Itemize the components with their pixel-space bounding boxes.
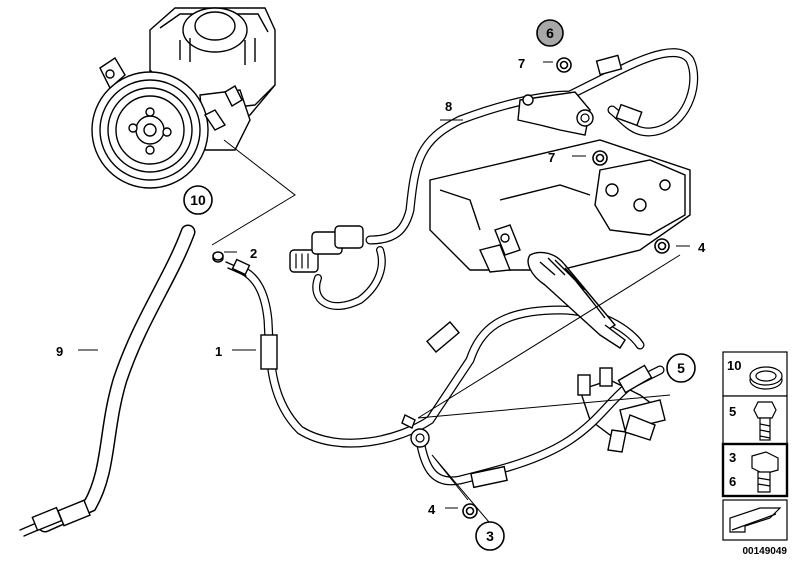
- assembly-arrow-icon: [729, 507, 782, 533]
- parts-legend: 10 5 3 6 00149049: [721, 351, 789, 557]
- label-1: 1: [215, 344, 222, 359]
- pressure-hose-1: [212, 253, 645, 448]
- legend-6: 6: [729, 474, 736, 489]
- label-7-mid: 7: [548, 150, 555, 165]
- label-7-top: 7: [518, 56, 525, 71]
- leader-lines: [78, 61, 690, 536]
- callout-3: 3: [475, 521, 505, 551]
- legend-5: 5: [729, 404, 736, 419]
- callout-5: 5: [666, 353, 696, 383]
- label-9: 9: [56, 344, 63, 359]
- part-number: 00149049: [743, 546, 788, 557]
- sealing-rings: [212, 57, 670, 519]
- legend-10: 10: [727, 358, 741, 373]
- callout-labels: 1 2 4 4 7 7 8 9: [56, 56, 706, 517]
- label-3: 3: [486, 528, 494, 544]
- label-4-bottom: 4: [428, 502, 436, 517]
- return-hose-9: [19, 224, 196, 537]
- callout-10: 10: [183, 185, 213, 215]
- label-8: 8: [445, 99, 452, 114]
- return-line-8: [289, 48, 699, 311]
- label-2: 2: [250, 246, 257, 261]
- label-5: 5: [677, 360, 685, 376]
- banjo-bolt-icon: [751, 451, 779, 493]
- bolt-icon: [753, 401, 777, 441]
- lower-hose: [401, 364, 665, 489]
- label-6: 6: [546, 25, 554, 41]
- callout-6: 6: [536, 19, 564, 47]
- steering-gear: [429, 139, 691, 349]
- lower-fitting-assembly: [577, 367, 666, 453]
- power-steering-pump: [91, 7, 276, 189]
- label-10: 10: [190, 192, 206, 208]
- legend-3: 3: [729, 450, 736, 465]
- label-4-right: 4: [698, 240, 706, 255]
